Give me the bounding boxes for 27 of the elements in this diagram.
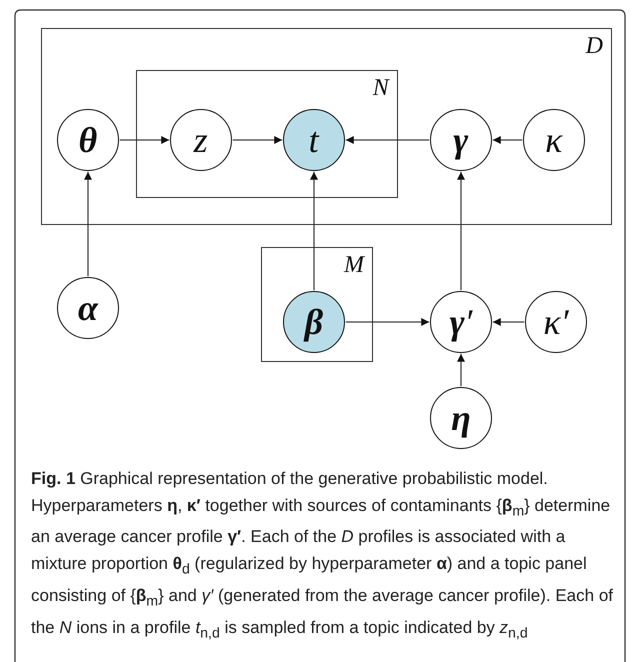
arrow: [84, 171, 92, 277]
arrow: [232, 136, 283, 144]
figure-caption: Fig. 1 Graphical representation of the generative probabilistic model. Hyperparameters η, κ′ together with sources of contaminants {β$_{m}$} determine an average cancer profile γ′. Each of the D profiles is associated with a mixture proportion θ$_{d}$ (regularized by hyperparameter α) and a topic panel consisting of {β$_{m}$} and γ′ (generated from the average cancer profile). Each of the N ions in a profile t$_{n,d}$ is sampled from a topic indicated by z$_{n,d}$: [31, 468, 614, 644]
arrow: [119, 136, 170, 144]
variable-symbol: θ: [78, 122, 98, 158]
variable-symbol: β: [304, 304, 324, 340]
arrow: [492, 318, 525, 326]
variable-symbol: γ: [453, 122, 468, 158]
arrow: [492, 136, 523, 144]
arrow: [310, 171, 318, 291]
variable-symbol: z: [194, 122, 208, 158]
plate-box: [41, 28, 612, 225]
plate-label: N: [372, 74, 389, 102]
plate-label: D: [586, 33, 603, 60]
arrow: [457, 353, 465, 387]
arrow: [457, 171, 465, 291]
variable-symbol: t: [308, 122, 319, 158]
plate-label: M: [344, 252, 364, 279]
arrow: [345, 318, 430, 326]
variable-symbol: η: [451, 400, 471, 436]
variable-symbol: γ′: [450, 304, 472, 340]
variable-symbol: κ: [545, 122, 562, 158]
plate-box: [136, 70, 398, 198]
variable-symbol: κ′: [543, 304, 569, 340]
plate-box: [261, 247, 373, 362]
arrow: [345, 136, 430, 144]
variable-symbol: α: [78, 290, 98, 326]
